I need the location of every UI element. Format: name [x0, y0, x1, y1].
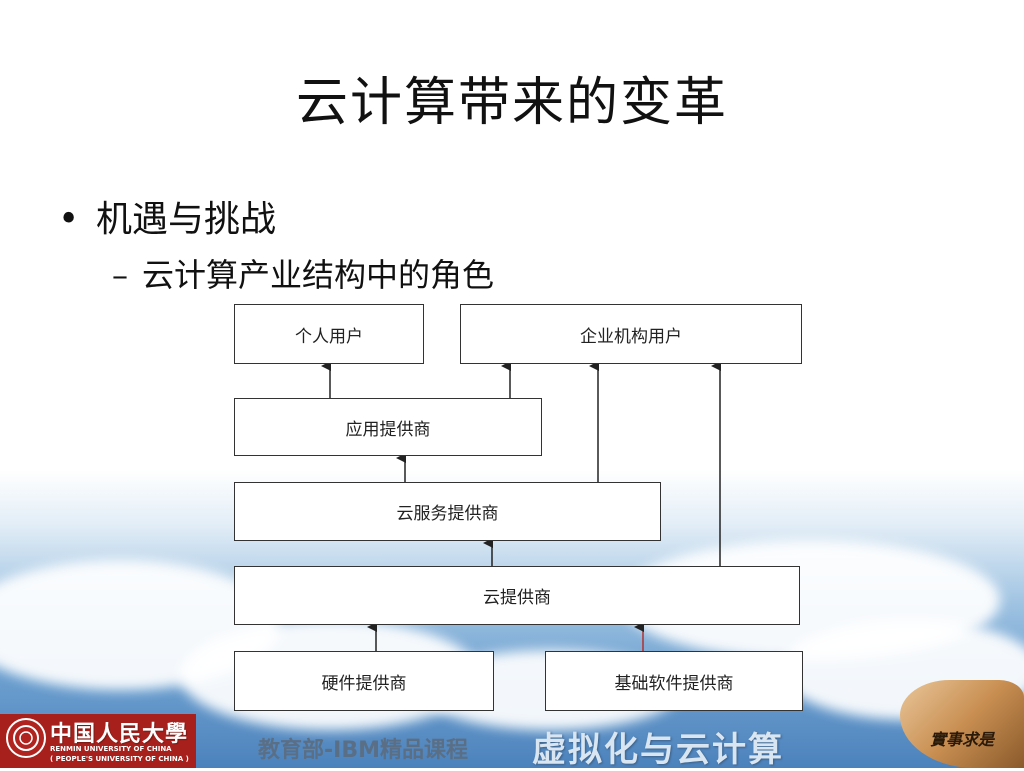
node-hardware-provider: 硬件提供商 — [234, 651, 494, 711]
motto-text: 實事求是 — [930, 730, 995, 749]
node-personal-user: 个人用户 — [234, 304, 424, 364]
node-cloud-provider: 云提供商 — [234, 566, 800, 625]
bullet-level2-text: 云计算产业结构中的角色 — [142, 256, 495, 294]
brand-title: 虚拟化与云计算 — [532, 730, 784, 770]
node-cloud-service-provider: 云服务提供商 — [234, 482, 661, 541]
course-label: 教育部-IBM精品课程 — [258, 738, 468, 763]
slide-title: 云计算带来的变革 — [295, 73, 728, 133]
bullet-level2: –云计算产业结构中的角色 — [112, 250, 494, 296]
node-base-software-provider: 基础软件提供商 — [545, 651, 803, 711]
bullet-marker: • — [58, 199, 80, 240]
node-app-provider: 应用提供商 — [234, 398, 542, 456]
bullet-level1: • 机遇与挑战 — [58, 190, 276, 242]
bullet-level1-text: 机遇与挑战 — [96, 199, 277, 240]
university-seal-icon — [6, 718, 46, 758]
university-name-en: RENMIN UNIVERSITY OF CHINA — [50, 745, 172, 753]
bullet-dash-marker: – — [112, 256, 128, 294]
university-name-cn: 中国人民大學 — [50, 721, 189, 747]
university-name-en2: ( PEOPLE'S UNIVERSITY OF CHINA ) — [50, 755, 189, 763]
node-enterprise-user: 企业机构用户 — [460, 304, 802, 364]
